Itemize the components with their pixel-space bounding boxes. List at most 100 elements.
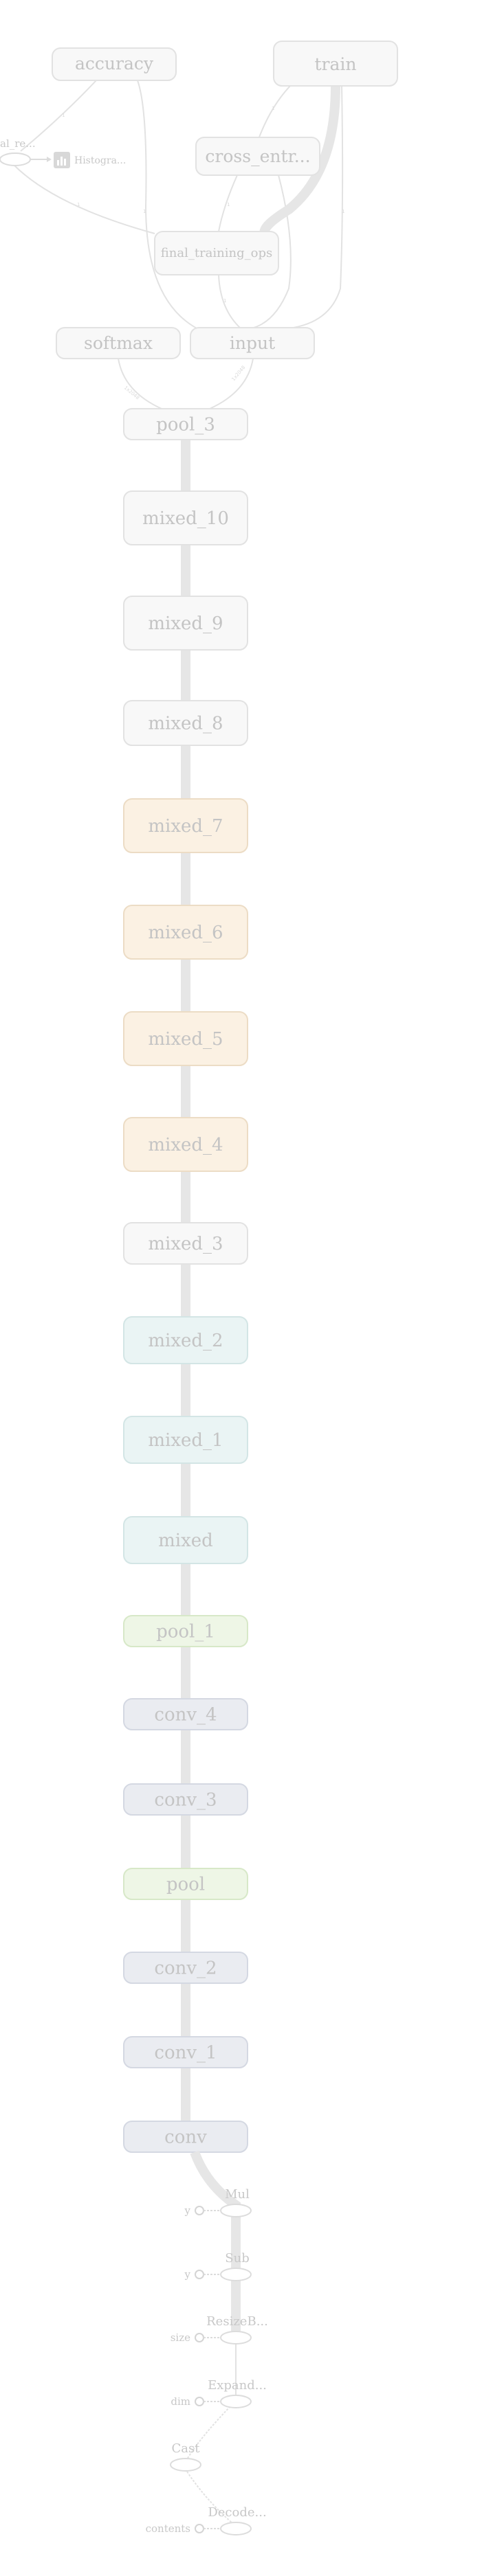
node-summary[interactable]: al_re... — [0, 137, 52, 166]
op-label: ResizeB... — [206, 2314, 268, 2329]
node-cross-entropy[interactable]: cross_entr... — [195, 137, 320, 176]
op-input-constant — [195, 2333, 204, 2342]
edge-accuracy-summary — [20, 80, 97, 152]
node-label: mixed_10 — [142, 508, 229, 529]
op-input-constant — [195, 2270, 204, 2279]
edge-label-accuracy-final: 1 — [143, 209, 146, 214]
op-label: Sub — [225, 2251, 249, 2266]
node-mixed-1[interactable]: mixed_1 — [123, 1416, 248, 1464]
op-input-label: size — [171, 2331, 190, 2344]
node-input-label: input — [230, 333, 275, 353]
op-label: Mul — [225, 2187, 250, 2202]
op-label: Expand... — [208, 2378, 267, 2393]
node-train-label: train — [315, 54, 357, 74]
ops-group: MulySubyResizeB...sizeExpand...dimCastDe… — [146, 2150, 268, 2535]
edge-op-2 — [186, 2471, 233, 2524]
node-mixed-4[interactable]: mixed_4 — [123, 1117, 248, 1172]
node-accuracy[interactable]: accuracy — [52, 47, 177, 81]
node-conv-1[interactable]: conv_1 — [123, 2036, 248, 2068]
edge-summary-final — [13, 164, 155, 234]
node-label: mixed_4 — [148, 1135, 223, 1155]
node-train[interactable]: train — [273, 41, 398, 87]
node-final-training-ops[interactable]: final_training_ops — [154, 231, 279, 275]
op-input-label: contents — [146, 2522, 190, 2535]
edge-input-pool — [209, 358, 254, 409]
edge-conv-mul — [190, 2150, 241, 2338]
node-pool[interactable]: pool — [123, 1868, 248, 1900]
node-conv-3[interactable]: conv_3 — [123, 1783, 248, 1816]
node-label: mixed_3 — [148, 1234, 223, 1254]
node-histogram-label: Histogra... — [74, 155, 126, 166]
node-label: mixed_7 — [148, 816, 223, 837]
node-mixed-5[interactable]: mixed_5 — [123, 1011, 248, 1066]
op-sub[interactable]: Sub y — [184, 2251, 252, 2281]
chain-nodes: pool_3 mixed_10 mixed_9 mixed_8 mixed_7mixed… — [123, 408, 248, 2153]
op-input-constant — [195, 2206, 204, 2215]
edge-label-summary-final: 1 — [77, 202, 80, 207]
node-label: conv_3 — [154, 1790, 217, 1811]
node-label: mixed_8 — [148, 714, 223, 734]
node-label: mixed — [158, 1530, 213, 1551]
node-label: conv_1 — [154, 2043, 217, 2064]
edge-train-final-thick — [259, 85, 340, 236]
node-mixed-6[interactable]: mixed_6 — [123, 905, 248, 960]
edge-label-train-cross: 1 — [272, 106, 274, 111]
op-cast[interactable]: Cast — [170, 2441, 201, 2472]
edge-train-input — [288, 85, 344, 329]
op-input-constant — [195, 2397, 204, 2406]
edge-label-train-final: 1 — [342, 209, 344, 214]
node-pool-1[interactable]: pool_1 — [123, 1615, 248, 1647]
node-softmax[interactable]: softmax — [56, 327, 181, 359]
edge-cross-final — [218, 174, 238, 232]
edge-softmax-pool — [118, 358, 162, 409]
node-label: pool — [166, 1875, 205, 1895]
node-mixed[interactable]: mixed — [123, 1516, 248, 1564]
node-conv-4[interactable]: conv_4 — [123, 1698, 248, 1730]
edge-label-final-input: 1 — [223, 298, 226, 304]
edge-final-input — [218, 274, 241, 329]
node-label: pool_1 — [156, 1622, 215, 1642]
node-label: conv_2 — [154, 1958, 217, 1979]
node-pool-3[interactable]: pool_3 — [123, 408, 248, 440]
edge-train-cross — [257, 80, 296, 142]
node-label: mixed_9 — [148, 613, 223, 634]
op-resizeb[interactable]: ResizeB... size — [171, 2314, 268, 2345]
node-histogram[interactable]: Histogra... — [54, 152, 126, 168]
node-label: mixed_6 — [148, 923, 223, 943]
node-label: pool_3 — [156, 415, 215, 436]
op-input-label: y — [184, 2268, 191, 2281]
node-conv[interactable]: conv — [123, 2121, 248, 2153]
node-mixed-8[interactable]: mixed_8 — [123, 700, 248, 746]
node-cross-entropy-label: cross_entr... — [205, 146, 310, 166]
node-mixed-2[interactable]: mixed_2 — [123, 1316, 248, 1364]
node-input[interactable]: input — [190, 327, 315, 359]
op-expand[interactable]: Expand... dim — [171, 2378, 267, 2408]
op-input-label: y — [184, 2204, 191, 2217]
node-summary-label: al_re... — [0, 137, 36, 150]
node-accuracy-label: accuracy — [75, 54, 154, 74]
node-mixed-7[interactable]: mixed_7 — [123, 798, 248, 853]
op-decode[interactable]: Decode... contents — [146, 2505, 267, 2535]
op-mul[interactable]: Mul y — [184, 2187, 252, 2217]
op-label: Cast — [172, 2441, 201, 2456]
edge-label-cross-final: 1 — [227, 202, 230, 207]
op-label: Decode... — [208, 2505, 266, 2520]
edge-op-1 — [186, 2406, 231, 2460]
op-input-constant — [195, 2524, 204, 2533]
node-label: conv_4 — [154, 1705, 217, 1726]
node-mixed-9[interactable]: mixed_9 — [123, 596, 248, 651]
node-conv-2[interactable]: conv_2 — [123, 1952, 248, 1984]
edge-label-input-pool: 1x2048 — [230, 365, 246, 382]
node-label: mixed_2 — [148, 1331, 223, 1351]
node-label: conv — [164, 2127, 207, 2148]
node-final-training-ops-label: final_training_ops — [161, 246, 272, 260]
op-input-label: dim — [171, 2395, 190, 2408]
node-softmax-label: softmax — [84, 333, 153, 353]
node-mixed-10[interactable]: mixed_10 — [123, 490, 248, 545]
node-label: mixed_1 — [148, 1430, 223, 1451]
node-label: mixed_5 — [148, 1029, 223, 1050]
edge-label-accuracy-summary: 1 — [62, 113, 65, 118]
node-mixed-3[interactable]: mixed_3 — [123, 1222, 248, 1265]
edge-accuracy-final — [137, 80, 200, 330]
